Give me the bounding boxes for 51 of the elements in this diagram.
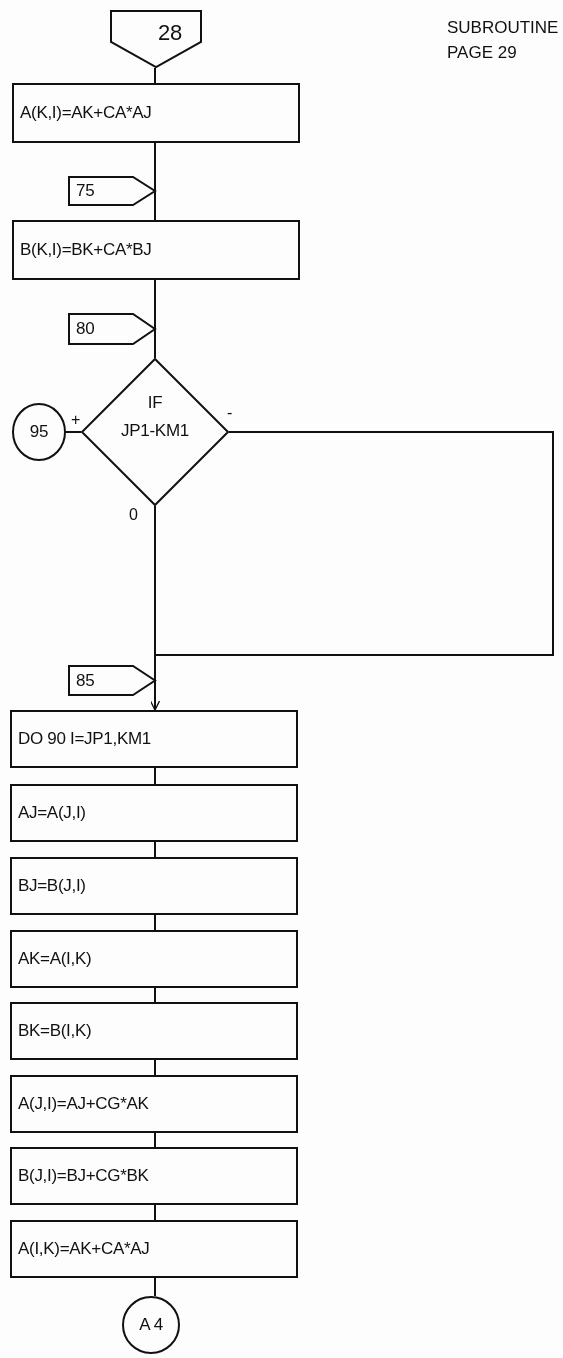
shape-label: IF: [147, 393, 163, 413]
shape-label: 95: [29, 422, 49, 442]
process-box: [12, 220, 300, 280]
flow-line: [154, 1132, 156, 1148]
box-text: DO 90 I=JP1,KM1: [18, 729, 152, 749]
flow-line: [154, 987, 156, 1003]
box-text: A(I,K)=AK+CA*AJ: [18, 1239, 151, 1259]
process-box: [10, 1220, 298, 1278]
entry-label-tag: [68, 313, 155, 345]
box-text: AK=A(I,K): [18, 949, 93, 969]
shape-label: 75: [75, 181, 96, 201]
flow-line: [154, 914, 156, 931]
flow-line: [149, 431, 554, 711]
flow-line: [154, 67, 156, 84]
flow-line: [154, 1277, 156, 1297]
flow-line: [154, 767, 156, 785]
box-text: A(K,I)=AK+CA*AJ: [20, 103, 153, 123]
shape-label: 28: [158, 20, 182, 46]
process-box: [10, 1002, 298, 1060]
off-page-connector: [110, 10, 202, 68]
shape-label: A 4: [139, 1315, 163, 1335]
page-heading: PAGE 29: [447, 43, 517, 63]
flow-line: [154, 1204, 156, 1221]
process-box: [10, 710, 298, 768]
process-box: [10, 1147, 298, 1205]
edge-label: 0: [128, 507, 139, 523]
box-text: BK=B(I,K): [18, 1021, 93, 1041]
flow-line: [154, 142, 156, 221]
box-text: A(J,I)=AJ+CG*AK: [18, 1094, 150, 1114]
entry-label-tag: [68, 665, 155, 696]
flow-line: [154, 841, 156, 858]
process-box: [12, 83, 300, 143]
process-box: [10, 1075, 298, 1133]
box-text: B(J,I)=BJ+CG*BK: [18, 1166, 150, 1186]
box-text: B(K,I)=BK+CA*BJ: [20, 240, 153, 260]
page-heading: SUBROUTINE: [447, 18, 559, 38]
connector-circle: [12, 403, 66, 461]
box-text: AJ=A(J,I): [18, 803, 87, 823]
process-box: [10, 784, 298, 842]
process-box: [10, 930, 298, 988]
box-text: BJ=B(J,I): [18, 876, 87, 896]
decision-diamond: [81, 358, 229, 506]
process-box: [10, 857, 298, 915]
flow-line: [154, 1059, 156, 1076]
shape-label: JP1-KM1: [121, 421, 189, 441]
shape-label: 85: [75, 670, 96, 691]
flow-line: [154, 279, 156, 359]
flow-line: [65, 431, 82, 433]
connector-circle: [122, 1296, 180, 1354]
entry-label-tag: [68, 176, 155, 206]
shape-label: 80: [75, 319, 96, 339]
